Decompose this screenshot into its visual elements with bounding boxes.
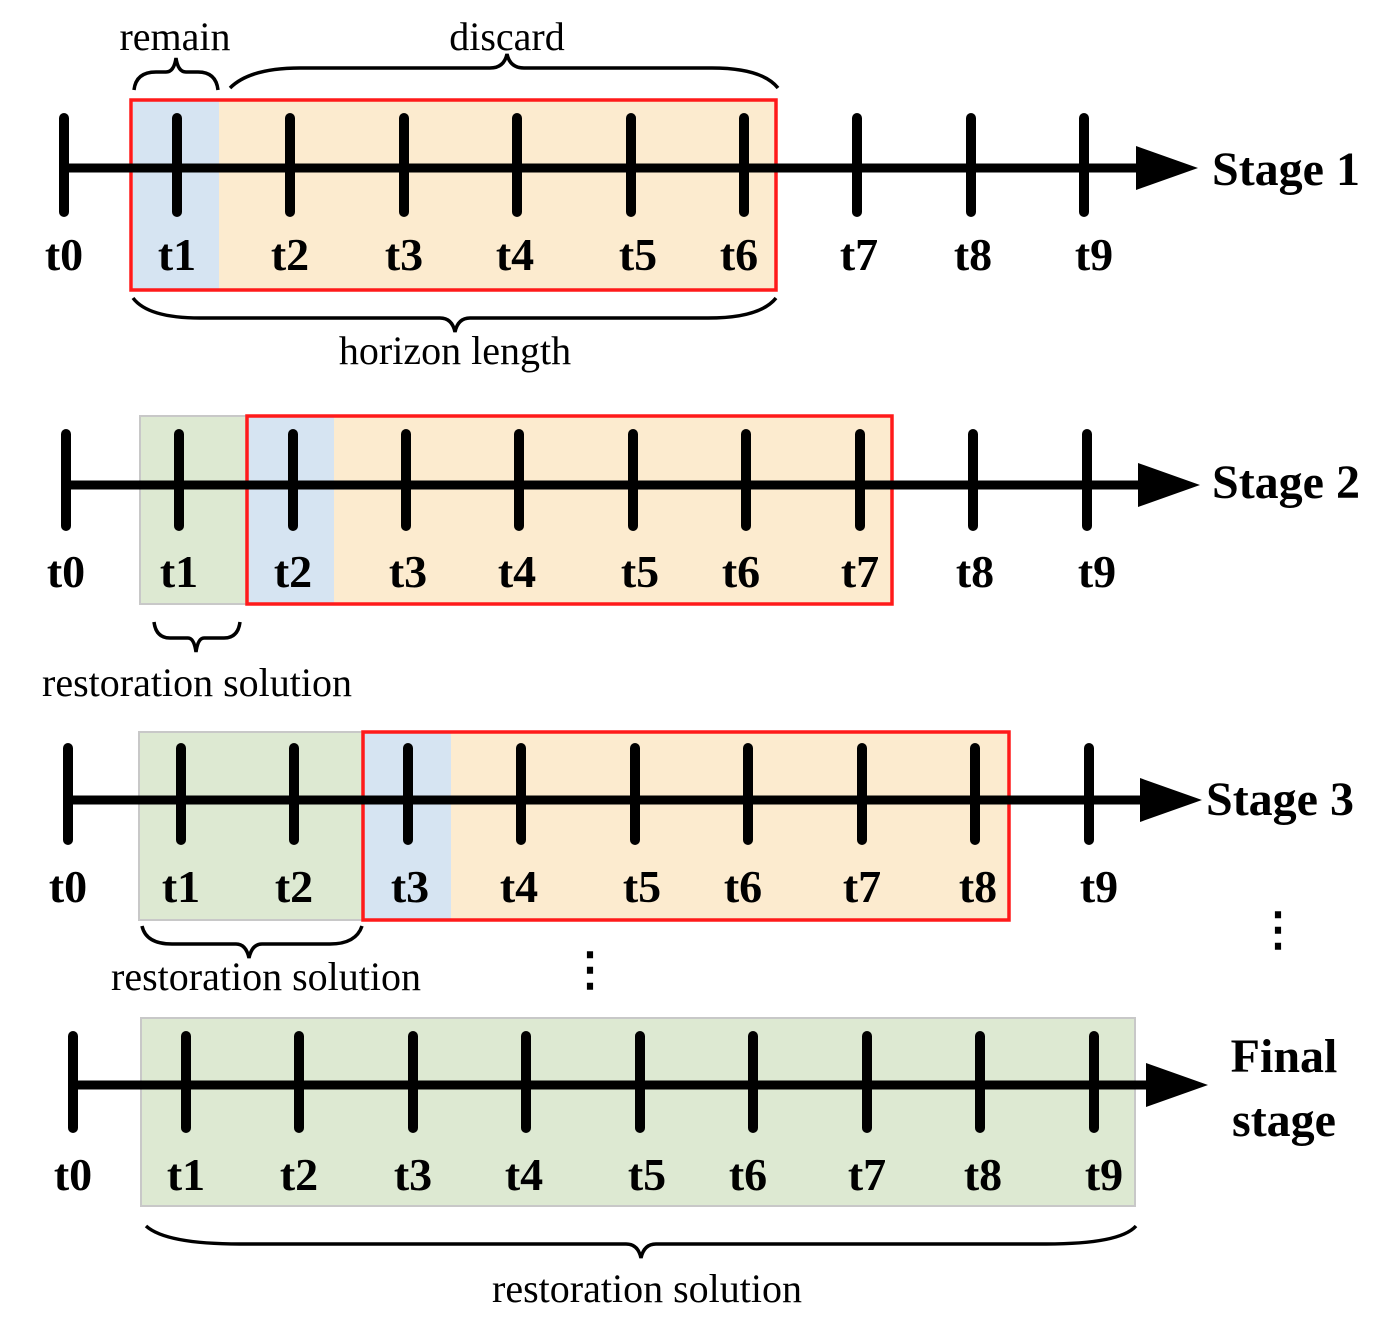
stage-1-label: Stage 1	[1212, 143, 1360, 196]
stage-3-tick-label-t3: t3	[391, 861, 429, 912]
final-stage-solution-label: restoration solution	[492, 1266, 802, 1311]
horizon-length-label: horizon length	[339, 328, 571, 373]
final-stage-tick-label-t3: t3	[394, 1149, 432, 1200]
stage-2-arrowhead	[1138, 463, 1200, 507]
stage-1-tick-label-t9: t9	[1075, 229, 1113, 280]
stage-3-tick-label-t1: t1	[162, 861, 200, 912]
remain-brace	[132, 57, 220, 91]
stage-3-label: Stage 3	[1206, 773, 1354, 826]
horizon-length-brace	[131, 296, 778, 333]
final-stage-tick-label-t0: t0	[54, 1149, 92, 1200]
stage-1-tick-label-t6: t6	[720, 229, 758, 280]
stage-3-tick-label-t9: t9	[1080, 861, 1118, 912]
stage-2-tick-label-t2: t2	[274, 546, 312, 597]
stage-3-tick-label-t2: t2	[275, 861, 313, 912]
final-stage-tick-label-t1: t1	[167, 1149, 205, 1200]
final-stage-arrowhead	[1146, 1063, 1208, 1107]
stage-2-tick-label-t4: t4	[498, 546, 536, 597]
final-stage-label-line-2: stage	[1232, 1094, 1336, 1147]
stage-1-tick-label-t1: t1	[158, 229, 196, 280]
stage-3-arrowhead	[1140, 778, 1202, 822]
stage-2-tick-label-t8: t8	[956, 546, 994, 597]
final-stage-tick-label-t2: t2	[280, 1149, 318, 1200]
final-stage-tick-label-t5: t5	[628, 1149, 666, 1200]
stage-2-tick-label-t9: t9	[1078, 546, 1116, 597]
final-stage-tick-label-t8: t8	[964, 1149, 1002, 1200]
remain-label: remain	[119, 14, 230, 59]
stage-1-tick-label-t4: t4	[496, 229, 534, 280]
ellipsis-right: ⋮	[1255, 904, 1301, 955]
final-stage-solution-brace	[144, 1224, 1138, 1259]
stage-2: t0 t1 t2 t3 t4 t5 t6 t7 t8 t9 Stage 2 re…	[42, 414, 1360, 705]
stage-3: t0 t1 t2 t3 t4 t5 t6 t7 t8 t9 Stage 3 re…	[49, 730, 1354, 999]
stage-2-tick-label-t6: t6	[722, 546, 760, 597]
stage-1-tick-label-t7: t7	[840, 229, 878, 280]
stage-3-tick-label-t7: t7	[843, 861, 881, 912]
stage-2-label: Stage 2	[1212, 456, 1360, 509]
stage-3-tick-label-t4: t4	[500, 861, 538, 912]
stage-1-tick-label-t0: t0	[45, 229, 83, 280]
stage-1-tick-label-t3: t3	[385, 229, 423, 280]
stage-1-discard-region	[219, 100, 776, 290]
stage-2-tick-label-t7: t7	[841, 546, 879, 597]
discard-brace	[228, 53, 780, 90]
stage-2-horizon-box	[245, 414, 894, 606]
final-stage-tick-label-t4: t4	[505, 1149, 543, 1200]
stage-1-arrowhead	[1136, 146, 1198, 190]
stage-3-solution-label: restoration solution	[111, 954, 421, 999]
stage-3-horizon-box	[361, 730, 1011, 922]
final-stage-tick-label-t9: t9	[1085, 1149, 1123, 1200]
stage-3-discard-region	[451, 732, 1009, 920]
stage-2-tick-label-t3: t3	[389, 546, 427, 597]
stage-2-discard-region	[334, 416, 892, 604]
ellipsis-center: ⋮	[567, 944, 613, 995]
stage-3-tick-label-t0: t0	[49, 861, 87, 912]
final-stage-label-line-1: Final	[1231, 1030, 1338, 1083]
stage-3-tick-label-t6: t6	[724, 861, 762, 912]
stage-2-solution-label: restoration solution	[42, 660, 352, 705]
stage-1-tick-label-t8: t8	[954, 229, 992, 280]
stage-2-tick-label-t1: t1	[160, 546, 198, 597]
stage-1-tick-label-t2: t2	[271, 229, 309, 280]
stage-3-solution-brace	[140, 925, 364, 959]
stage-3-tick-label-t5: t5	[623, 861, 661, 912]
stage-1: t0 t1 t2 t3 t4 t5 t6 t7 t8 t9 Stage 1 re…	[45, 14, 1360, 373]
final-stage: t0 t1 t2 t3 t4 t5 t6 t7 t8 t9 Final stag…	[54, 1017, 1338, 1311]
final-stage-tick-label-t6: t6	[729, 1149, 767, 1200]
stage-2-solution-brace	[152, 621, 242, 653]
stage-2-tick-label-t0: t0	[47, 546, 85, 597]
stage-3-tick-label-t8: t8	[959, 861, 997, 912]
stage-1-tick-label-t5: t5	[619, 229, 657, 280]
final-stage-tick-label-t7: t7	[848, 1149, 886, 1200]
discard-label: discard	[449, 14, 565, 59]
stage-1-horizon-box	[129, 98, 778, 292]
stage-2-tick-label-t5: t5	[621, 546, 659, 597]
